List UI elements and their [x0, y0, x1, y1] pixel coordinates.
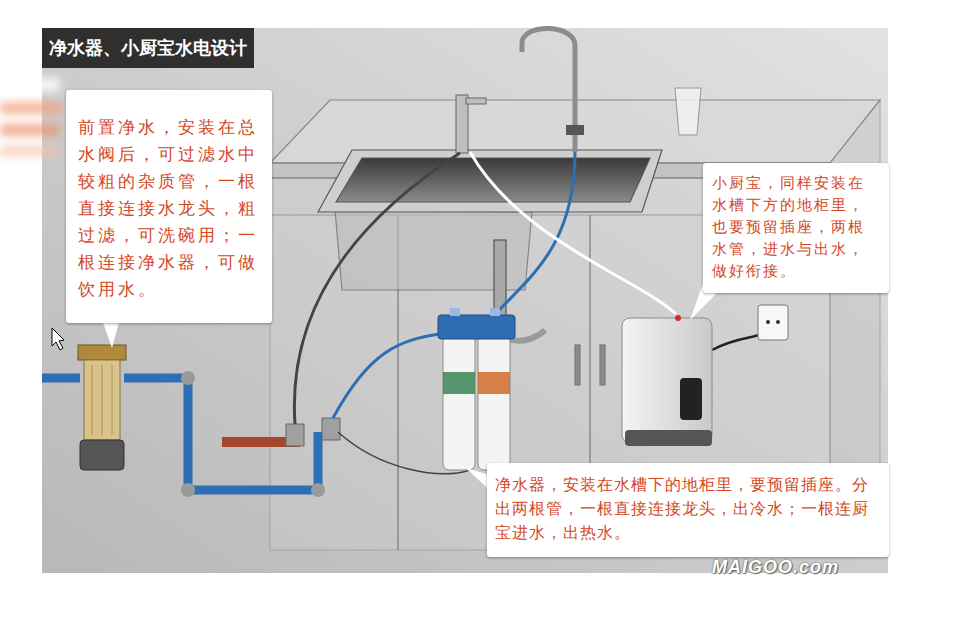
hoses-part	[492, 152, 575, 318]
scene-ground	[42, 28, 888, 573]
callout-text: 前置净水，安装在总水阀后，可过滤水中较粗的杂质管，一根直接连接水龙头，粗过滤，可…	[78, 114, 262, 303]
water-purifier-part	[438, 315, 515, 339]
callout-box: 小厨宝，同样安装在水槽下方的地柜里，也要预留插座，两根水管，进水与出水，做好衔接…	[703, 163, 889, 293]
watermark: MAIGOO.com	[712, 557, 839, 578]
callout-text: 净水器，安装在水槽下的地柜里，要预留插座。分出两根管，一根直接连接龙头，出冷水；…	[495, 473, 881, 545]
water-purifier-part	[478, 372, 510, 394]
hoses-part	[470, 152, 676, 314]
pipes-part	[181, 371, 195, 385]
callout-box: 净水器，安装在水槽下的地柜里，要预留插座。分出两根管，一根直接连接龙头，出冷水；…	[487, 463, 889, 557]
water-heater-part	[680, 378, 702, 420]
blur-streaks-part	[0, 124, 60, 136]
water-purifier-part	[450, 308, 460, 316]
pre-filter-part	[78, 345, 126, 360]
pre-filter-part	[84, 360, 120, 440]
blur-streaks	[0, 78, 62, 156]
pre-filter	[78, 345, 126, 470]
diagram-title: 净水器、小厨宝水电设计	[42, 28, 254, 68]
pre-filter-part	[80, 440, 124, 470]
mouse-cursor-part	[52, 328, 64, 350]
blur-streaks-part	[0, 146, 58, 156]
pipes-part	[311, 483, 325, 497]
counter-cabinet-part	[600, 345, 605, 385]
counter-cabinet-part	[575, 345, 580, 385]
pipes-part	[42, 374, 80, 383]
water-purifier	[438, 308, 515, 470]
glass	[675, 88, 701, 135]
hoses-part	[333, 334, 440, 418]
faucets-part	[566, 125, 584, 135]
pipes-part	[124, 378, 318, 490]
sink-part	[336, 158, 650, 202]
glass-part	[675, 88, 701, 135]
water-heater-part	[622, 318, 712, 443]
pipes-part	[181, 483, 195, 497]
faucets	[456, 28, 584, 153]
water-purifier-part	[443, 372, 475, 394]
hoses-part	[294, 153, 460, 424]
power-socket-part	[758, 305, 788, 340]
water-purifier-part	[443, 335, 475, 470]
pipes-part	[286, 424, 304, 446]
water-heater-part	[625, 430, 712, 446]
faucets-part	[466, 98, 486, 104]
water-heater-part	[675, 315, 681, 321]
pipes-part	[322, 418, 340, 440]
mouse-cursor	[52, 328, 64, 350]
water-heater	[622, 315, 712, 446]
blur-streaks-part	[0, 78, 60, 92]
power-socket-part	[766, 320, 770, 324]
pre-filter-part	[112, 365, 113, 435]
callout-text: 小厨宝，同样安装在水槽下方的地柜里，也要预留插座，两根水管，进水与出水，做好衔接…	[712, 172, 881, 282]
water-purifier-part	[478, 335, 510, 470]
power-socket-part	[776, 320, 780, 324]
pre-filter-part	[102, 365, 103, 435]
blur-streaks-part	[0, 102, 62, 114]
water-purifier-part	[490, 308, 500, 316]
callout-box: 前置净水，安装在总水阀后，可过滤水中较粗的杂质管，一根直接连接水龙头，粗过滤，可…	[66, 90, 272, 323]
hoses	[294, 152, 770, 474]
pre-filter-part	[92, 365, 93, 435]
power-socket	[758, 305, 788, 340]
